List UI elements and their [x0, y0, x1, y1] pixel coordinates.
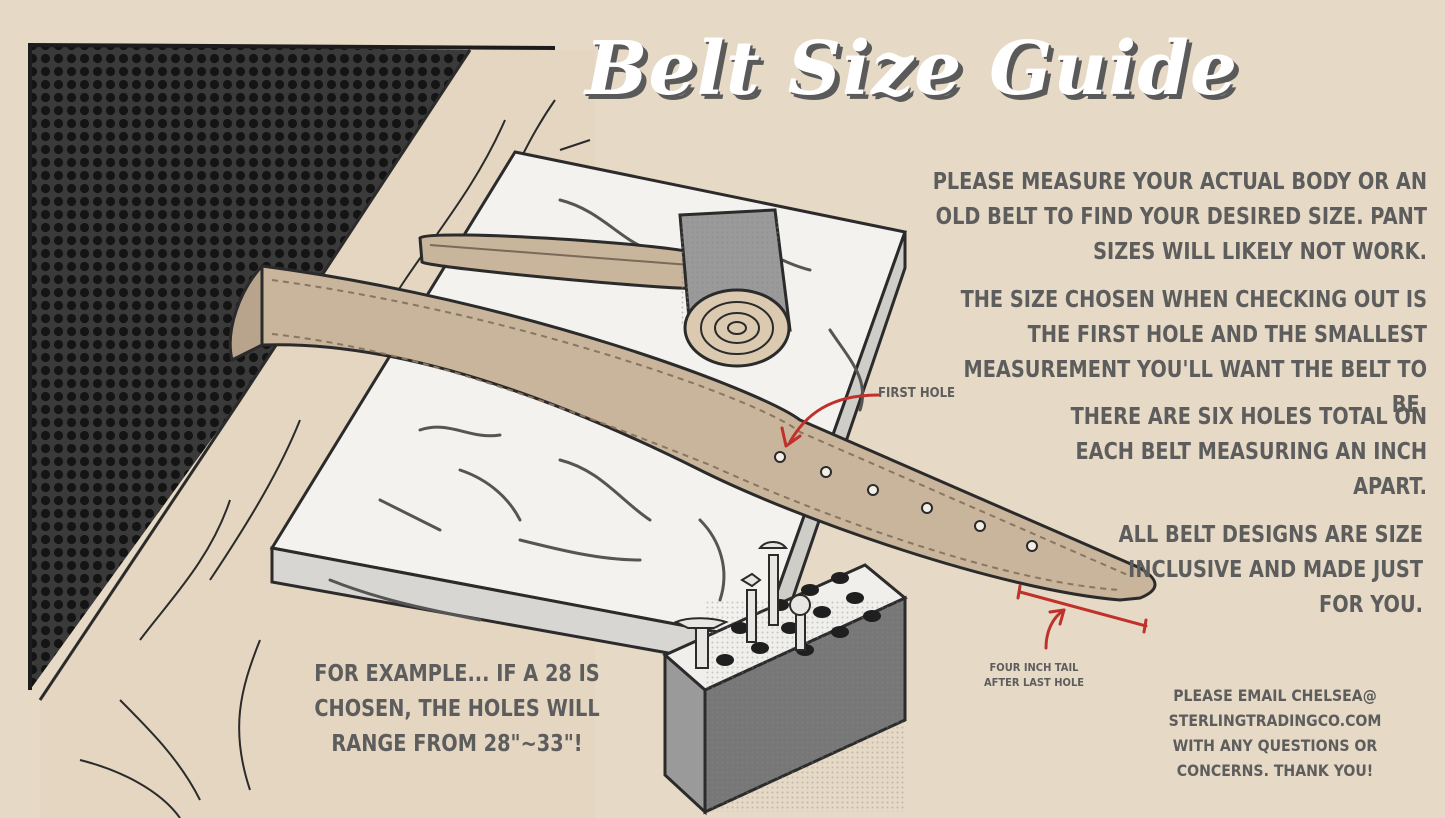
size-chosen-instructions: The size chosen when checking out is the… [960, 287, 1427, 418]
contact-note: Please email chelsea@ sterlingtradingco.… [1168, 686, 1382, 780]
inclusive-note: All belt designs are size inclusive and … [1118, 522, 1423, 618]
measure-instructions: Please measure your actual body or an ol… [932, 169, 1427, 265]
leather-belt [228, 264, 1157, 602]
belt-holes [774, 451, 1038, 552]
halftone-panel [28, 42, 556, 690]
tail-label: Four inch tail after last hole [983, 661, 1085, 689]
hole-punch-block-icon [662, 541, 908, 816]
red-arrow-icon [780, 393, 1148, 650]
holes-instructions: There are six holes total on each belt m… [1070, 404, 1427, 500]
page-title: Belt Size Guide [585, 26, 1239, 112]
first-hole-label: First hole [878, 386, 956, 401]
size-example: For example... If a 28 is chosen, the ho… [314, 661, 600, 757]
mallet-icon [418, 208, 792, 368]
